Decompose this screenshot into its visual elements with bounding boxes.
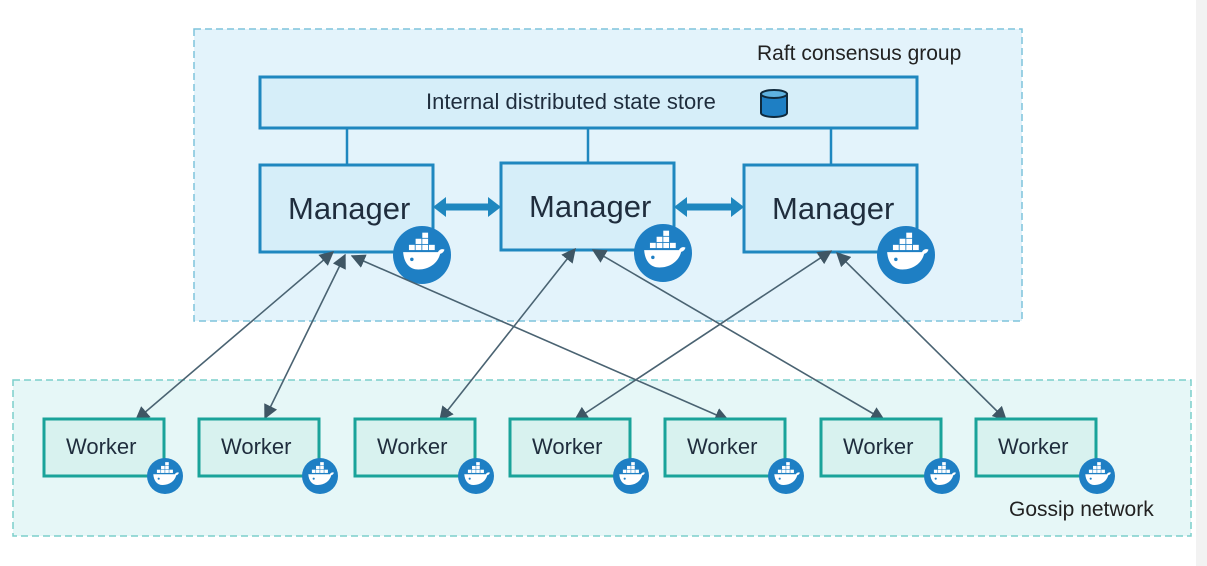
connection-worker-2-manager-1: [264, 253, 346, 420]
manager-label: Manager: [529, 189, 652, 224]
gossip-group-label: Gossip network: [1009, 498, 1154, 521]
worker-label: Worker: [377, 434, 448, 459]
worker-label: Worker: [66, 434, 137, 459]
worker-manager-connections: [134, 247, 1008, 422]
manager-link-1-2-head-left: [433, 197, 446, 217]
connection-worker-4-manager-3: [573, 250, 833, 421]
store-connectors: [345, 129, 833, 165]
worker-box-7[interactable]: [974, 417, 1098, 478]
worker-label: Worker: [532, 434, 603, 459]
connection-worker-3-manager-2: [439, 247, 576, 422]
manager-link-1-2-head-right: [488, 197, 501, 217]
manager-link-2-3-head-right: [731, 197, 744, 217]
worker-label: Worker: [843, 434, 914, 459]
worker-box-2[interactable]: [197, 417, 321, 478]
state-store-box: [258, 75, 919, 130]
worker-label: Worker: [998, 434, 1069, 459]
worker-label: Worker: [687, 434, 758, 459]
worker-box-5[interactable]: [663, 417, 787, 478]
worker-box-3[interactable]: [353, 417, 477, 478]
right-edge-strip: [1196, 0, 1207, 566]
worker-label: Worker: [221, 434, 292, 459]
raft-group-label: Raft consensus group: [757, 42, 962, 65]
worker-box-1[interactable]: [42, 417, 166, 478]
connection-worker-7-manager-3: [835, 251, 1008, 422]
database-icon: [760, 89, 788, 118]
manager-link-2-3-head-left: [674, 197, 687, 217]
worker-box-6[interactable]: [819, 417, 943, 478]
worker-box-4[interactable]: [508, 417, 632, 478]
manager-links: [433, 197, 744, 217]
manager-label: Manager: [288, 191, 411, 226]
state-store-label: Internal distributed state store: [426, 89, 716, 114]
manager-label: Manager: [772, 191, 895, 226]
